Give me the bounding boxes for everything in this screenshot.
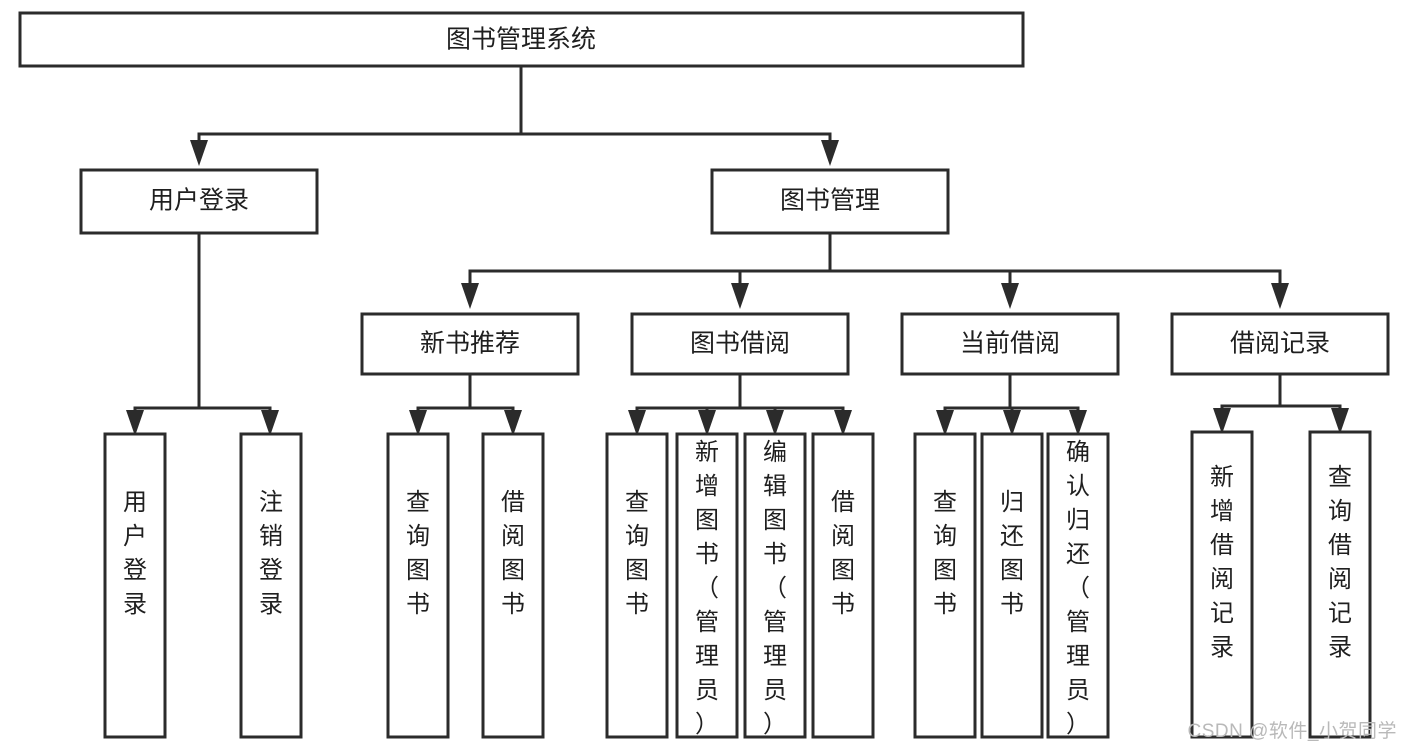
leaf-borrow-book-2-label: 借阅图书: [831, 489, 855, 618]
node-user-login-label: 用户登录: [149, 187, 249, 215]
leaf-add-book[interactable]: 新增图书（管理员）: [675, 432, 739, 739]
leaf-edit-book-label: 编辑图书（管理员）: [763, 439, 787, 738]
leaf-user-login-label: 用户登录: [123, 489, 147, 618]
leaf-confirm-return[interactable]: 确认归还（管理员）: [1046, 432, 1110, 739]
leaf-query-book-1-label: 查询图书: [406, 489, 430, 618]
leaf-query-record-label: 查询借阅记录: [1328, 464, 1352, 661]
leaf-query-book-1[interactable]: 查询图书: [386, 432, 450, 739]
node-book-manage-label: 图书管理: [780, 187, 880, 215]
leaf-query-book-2[interactable]: 查询图书: [605, 432, 669, 739]
leaf-user-logout[interactable]: 注销登录: [239, 432, 303, 739]
leaf-borrow-book-1[interactable]: 借阅图书: [481, 432, 545, 739]
node-borrow-record-label: 借阅记录: [1230, 330, 1330, 358]
leaf-user-logout-label: 注销登录: [259, 489, 283, 618]
connector-bookborrow-to-leaves: [628, 372, 852, 436]
node-book-manage[interactable]: 图书管理: [710, 168, 950, 235]
connector-borrowrecord-to-leaves: [1213, 372, 1349, 434]
leaf-edit-book[interactable]: 编辑图书（管理员）: [743, 432, 807, 739]
node-root[interactable]: 图书管理系统: [18, 11, 1025, 68]
leaf-add-record-label: 新增借阅记录: [1210, 464, 1234, 661]
node-root-label: 图书管理系统: [446, 26, 596, 54]
leaf-return-book-label: 归还图书: [1000, 489, 1024, 618]
node-book-borrow-label: 图书借阅: [690, 330, 790, 358]
leaf-query-record[interactable]: 查询借阅记录: [1308, 430, 1372, 739]
connector-bookmanage-to-level3: [461, 230, 1289, 309]
connector-newbook-to-leaves: [409, 372, 522, 436]
connector-root-to-level2: [190, 64, 839, 166]
leaf-query-book-3-label: 查询图书: [933, 489, 957, 618]
leaf-borrow-book-2[interactable]: 借阅图书: [811, 432, 875, 739]
node-new-book-recommend-label: 新书推荐: [420, 330, 520, 358]
leaf-add-book-label: 新增图书（管理员）: [695, 439, 719, 738]
connector-currentborrow-to-leaves: [936, 372, 1087, 436]
node-current-borrow[interactable]: 当前借阅: [900, 312, 1120, 376]
node-user-login[interactable]: 用户登录: [79, 168, 319, 235]
node-book-borrow[interactable]: 图书借阅: [630, 312, 850, 376]
leaf-query-book-3[interactable]: 查询图书: [913, 432, 977, 739]
leaf-return-book[interactable]: 归还图书: [980, 432, 1044, 739]
connector-userlogin-to-leaves: [126, 230, 279, 436]
leaf-add-record[interactable]: 新增借阅记录: [1190, 430, 1254, 739]
node-borrow-record[interactable]: 借阅记录: [1170, 312, 1390, 376]
node-current-borrow-label: 当前借阅: [960, 330, 1060, 358]
leaf-confirm-return-label: 确认归还（管理员）: [1066, 439, 1090, 738]
leaf-query-book-2-label: 查询图书: [625, 489, 649, 618]
node-new-book-recommend[interactable]: 新书推荐: [360, 312, 580, 376]
leaf-borrow-book-1-label: 借阅图书: [501, 489, 525, 618]
leaf-user-login[interactable]: 用户登录: [103, 432, 167, 739]
